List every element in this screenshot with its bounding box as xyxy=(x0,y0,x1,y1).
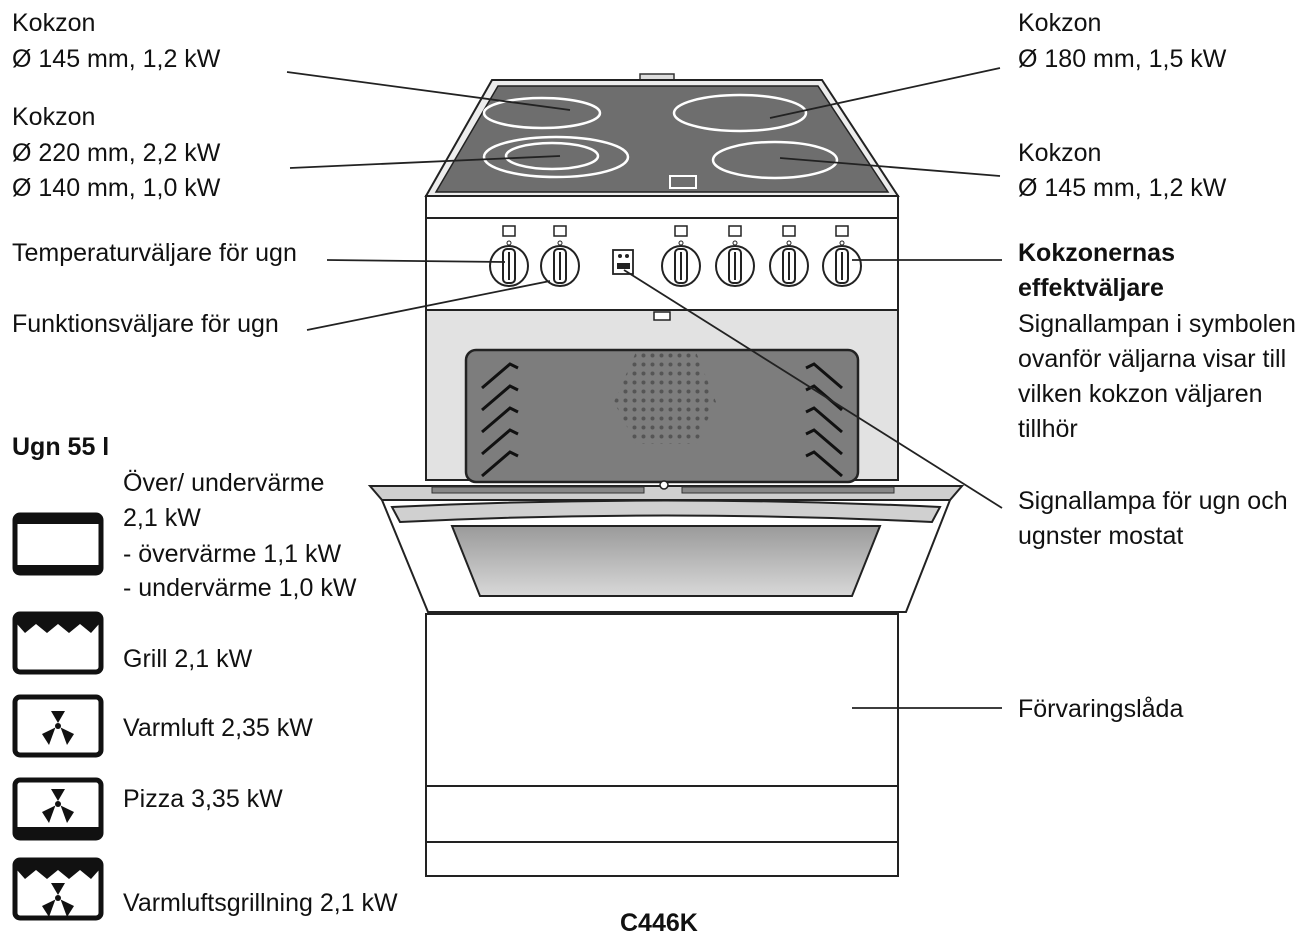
zone-bottom-right-spec: Ø 145 mm, 1,2 kW xyxy=(1018,174,1227,202)
cooking-zone-front-right xyxy=(711,140,839,180)
signal-lamp-line2: ugnster mostat xyxy=(1018,522,1184,550)
zone-top-left-spec: Ø 145 mm, 1,2 kW xyxy=(12,45,221,73)
zone-selectors-desc3: vilken kokzon väljaren xyxy=(1018,380,1263,408)
fan-grille xyxy=(614,352,716,444)
cooking-zone-rear-right xyxy=(672,93,808,133)
signal-lamp-line1: Signallampa för ugn och xyxy=(1018,487,1288,515)
pizza-icon xyxy=(12,777,104,841)
model-label: C446K xyxy=(620,909,698,937)
function-top-bottom-line2: 2,1 kW xyxy=(123,504,201,532)
function-top-bottom-line3: - övervärme 1,1 kW xyxy=(123,540,342,568)
zone-selectors-title1: Kokzonernas xyxy=(1018,239,1175,267)
zone-selectors-desc4: tillhör xyxy=(1018,415,1078,443)
zone-bottom-left-spec1: Ø 220 mm, 2,2 kW xyxy=(12,139,221,167)
zone-selectors-desc2: ovanför väljarna visar till xyxy=(1018,345,1287,373)
grill-icon xyxy=(12,611,104,675)
temperature-knob[interactable] xyxy=(489,225,529,287)
function-top-bottom-line4: - undervärme 1,0 kW xyxy=(123,574,357,602)
function-top-bottom-line1: Över/ undervärme xyxy=(123,469,325,497)
fan-grill-icon xyxy=(12,857,104,921)
zone-top-right-title: Kokzon xyxy=(1018,9,1102,37)
cooking-zone-rear-left xyxy=(482,96,602,130)
zone-knob-2[interactable] xyxy=(715,225,755,287)
zone-knob-4[interactable] xyxy=(822,225,862,287)
oven-door xyxy=(367,480,965,613)
function-fan-grill-label: Varmluftsgrillning 2,1 kW xyxy=(123,889,398,917)
oven-title: Ugn 55 l xyxy=(12,433,110,461)
cooktop xyxy=(424,73,900,219)
fan-heat-icon xyxy=(12,694,104,758)
zone-knob-1[interactable] xyxy=(661,225,701,287)
function-grill-label: Grill 2,1 kW xyxy=(123,645,253,673)
zone-top-right-spec: Ø 180 mm, 1,5 kW xyxy=(1018,45,1227,73)
zone-top-left-title: Kokzon xyxy=(12,9,96,37)
zone-knob-3[interactable] xyxy=(769,225,809,287)
function-pizza-label: Pizza 3,35 kW xyxy=(123,785,283,813)
function-knob[interactable] xyxy=(540,225,580,287)
control-panel xyxy=(425,217,899,311)
leader-lines xyxy=(286,67,1003,709)
door-handle xyxy=(390,499,942,524)
function-fan-label: Varmluft 2,35 kW xyxy=(123,714,313,742)
zone-selectors-title2: effektväljare xyxy=(1018,274,1164,302)
oven-rack-rails xyxy=(481,362,843,478)
top-bottom-heat-icon xyxy=(12,512,104,576)
zone-bottom-right-title: Kokzon xyxy=(1018,139,1102,167)
oven-signal-lamp-icon xyxy=(612,249,634,275)
zone-bottom-left-title: Kokzon xyxy=(12,103,96,131)
oven-cavity xyxy=(425,309,899,484)
zone-bottom-left-spec2: Ø 140 mm, 1,0 kW xyxy=(12,174,221,202)
function-selector-label: Funktionsväljare för ugn xyxy=(12,310,279,338)
storage-drawer xyxy=(425,613,899,877)
cooking-zone-front-left xyxy=(482,135,630,179)
storage-drawer-label: Förvaringslåda xyxy=(1018,695,1184,723)
temp-selector-label: Temperaturväljare för ugn xyxy=(12,239,297,267)
zone-selectors-desc1: Signallampan i symbolen xyxy=(1018,310,1296,338)
